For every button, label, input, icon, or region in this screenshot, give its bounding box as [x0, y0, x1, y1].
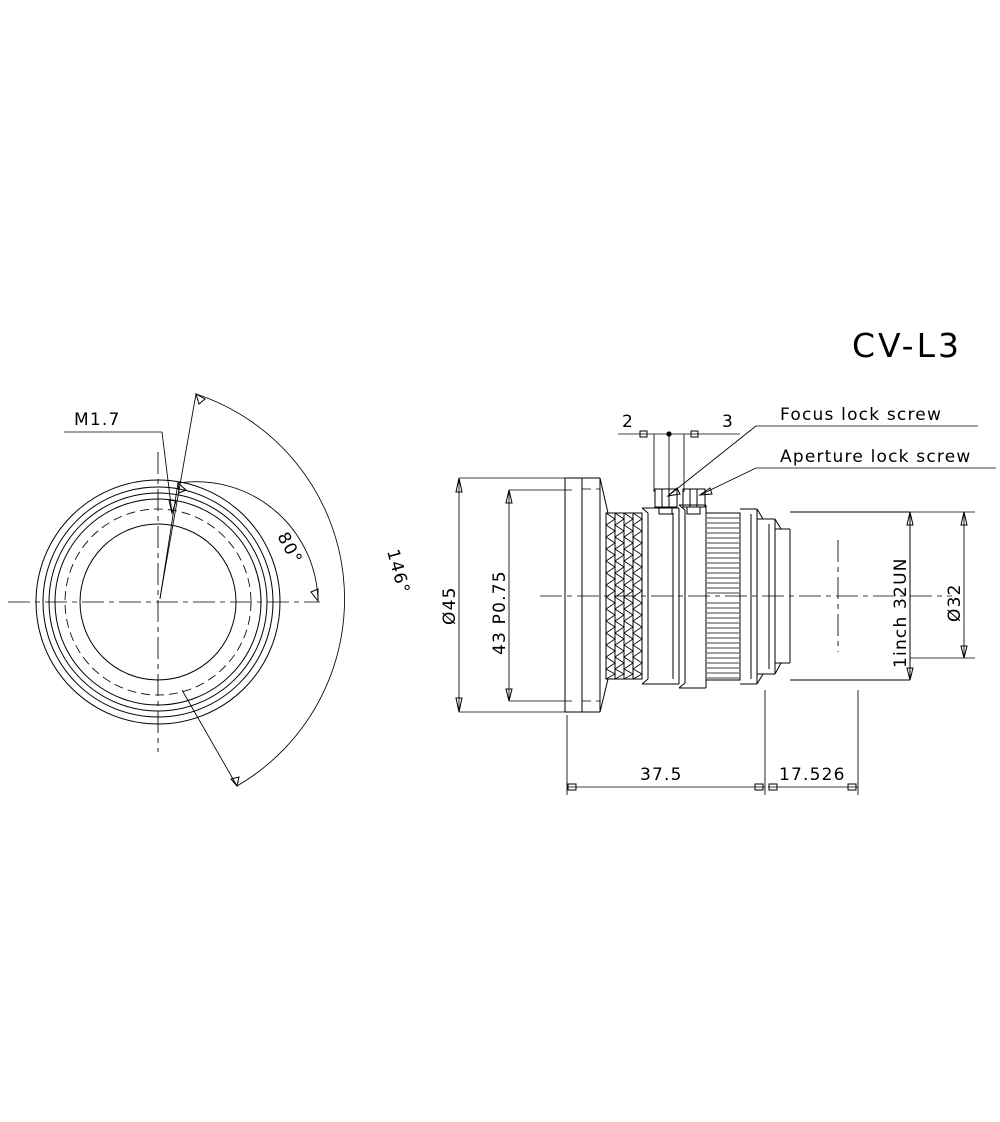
angle-146-dimension: 146° [159, 393, 413, 787]
side-section-view: 2 3 Focus lock screw Aperture lock screw… [440, 405, 996, 795]
top-dim-tick-right [691, 431, 698, 437]
dim-45-label: Ø45 [440, 586, 460, 625]
dim-43-arrow-top [506, 490, 512, 503]
dim-375-tick-left [568, 784, 576, 790]
focus-lock-leader: Focus lock screw [668, 405, 978, 496]
angle-80-arrow-start [178, 483, 186, 493]
dim-17526-tick-left [769, 784, 777, 790]
hood-face-ring [565, 478, 582, 712]
aperture-lock-label: Aperture lock screw [780, 447, 972, 467]
aperture-screw-shank [687, 507, 700, 514]
dim-mount-length: 17.526 [768, 690, 859, 795]
aperture-lock-leader: Aperture lock screw [700, 447, 996, 495]
focus-screw-shank [659, 507, 672, 514]
aperture-leader-line [699, 467, 757, 496]
angle-80-arc [177, 481, 319, 602]
aperture-knurled-ring [605, 512, 643, 680]
top-dim-dot [666, 431, 672, 437]
angle-146-arc [195, 393, 345, 787]
aperture-leader-arrow [700, 488, 712, 495]
step2-chamfer-bottom [757, 674, 763, 684]
barrel1-chamfer-tl [642, 508, 648, 513]
front-circular-view: M1.7 80° 146° [8, 394, 413, 786]
barrel-segment-2 [679, 505, 706, 688]
drawing-title: CV-L3 [852, 326, 962, 365]
angle-146-ext-line-top [159, 393, 197, 599]
dim-375-label: 37.5 [640, 765, 683, 785]
dim-17526-label: 17.526 [779, 765, 846, 785]
dim-17526-tick-right [848, 784, 856, 790]
dim-body-length: 37.5 [566, 690, 766, 795]
m17-leader-line [161, 431, 173, 514]
focus-leader-line [667, 425, 757, 497]
dim-32un-label: 1inch 32UN [891, 557, 911, 668]
dim-32-arrow-top [961, 512, 967, 525]
barrel2-chamfer-tl [679, 505, 685, 510]
angle-146-ext-line-bottom [181, 689, 238, 787]
step3-chamfer-top [775, 519, 781, 529]
dim-thread-43: 43 P0.75 [490, 489, 572, 702]
dim-32un-arrow-top [907, 512, 913, 525]
hood-taper-top [600, 478, 608, 513]
dim-32-arrow-bottom [961, 646, 967, 658]
focus-ring-outline [706, 513, 740, 680]
barrel2-chamfer-bl [679, 683, 685, 688]
dim-45-arrow-top [456, 478, 462, 492]
dim-43-label: 43 P0.75 [490, 570, 510, 655]
angle-146-label: 146° [382, 547, 413, 596]
top-dimension-2-3: 2 3 [618, 412, 740, 500]
focus-ring [706, 513, 740, 680]
mount-steps [740, 509, 790, 684]
barrel1-chamfer-bl [642, 679, 648, 684]
step2-chamfer-top [757, 509, 763, 519]
dim-outer-diameter: Ø45 [440, 477, 572, 713]
aperture-screw-head [683, 489, 705, 507]
dim-32un-arrow-bottom [907, 668, 913, 680]
knurl-diamond-pattern [605, 512, 643, 680]
angle-80-label: 80° [273, 529, 306, 568]
dim-375-tick-right [755, 784, 763, 790]
m17-callout: M1.7 [64, 410, 176, 513]
angle-146-arrow-end [231, 777, 239, 786]
angle-146-arrow-start [196, 394, 205, 404]
focus-leader-arrow [668, 488, 680, 496]
angle-80-dimension: 80° [159, 481, 319, 602]
dim-43-arrow-bottom [506, 689, 512, 701]
top-dim-label-3: 3 [722, 412, 734, 432]
barrel-segment-1 [642, 508, 679, 684]
top-dim-label-2: 2 [622, 412, 634, 432]
step3-chamfer-bottom [775, 663, 781, 674]
aperture-lock-screw [683, 489, 705, 514]
angle-80-arrow-end [311, 589, 318, 601]
dim-mount-thread: 1inch 32UN [848, 511, 913, 681]
dim-32-label: Ø32 [945, 583, 965, 622]
focus-ring-ribs [707, 517, 739, 679]
focus-lock-screw [655, 489, 677, 514]
focus-lock-label: Focus lock screw [780, 405, 942, 425]
title-text: CV-L3 [852, 326, 962, 365]
top-dim-tick-left [640, 431, 647, 437]
m17-label: M1.7 [74, 410, 121, 430]
dim-45-arrow-bottom [456, 698, 462, 712]
dim-barrel-diameter: Ø32 [910, 511, 975, 659]
lens-hood [565, 478, 608, 712]
hood-taper-bottom [600, 679, 608, 712]
